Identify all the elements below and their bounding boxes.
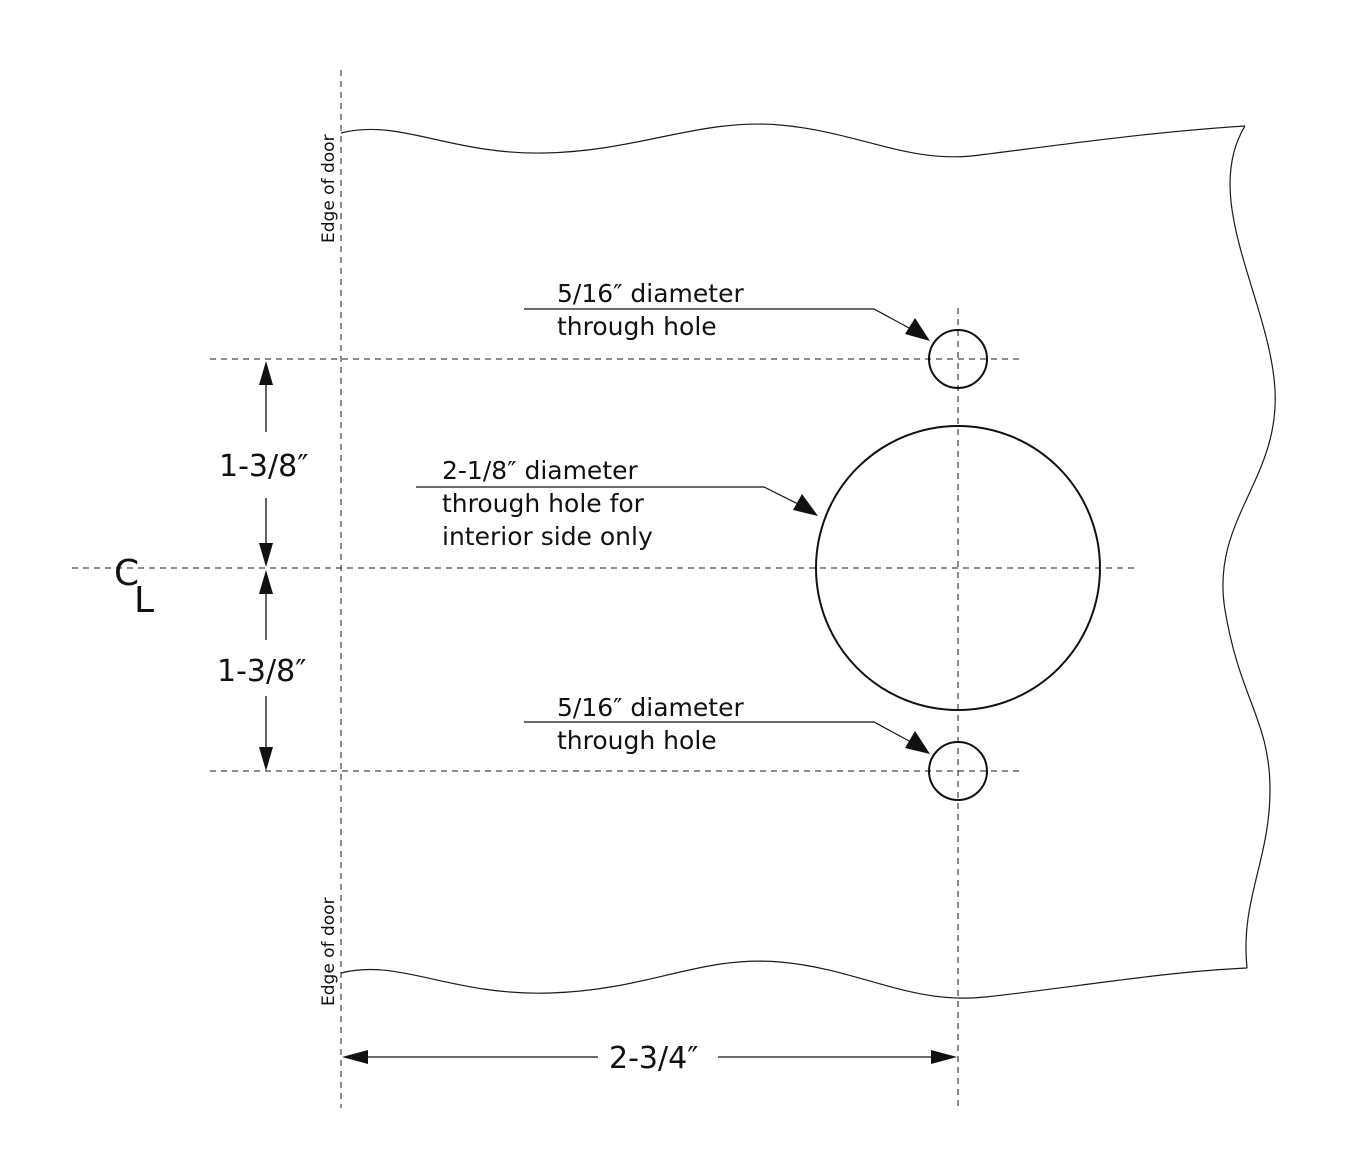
big-hole-leader: [416, 486, 811, 511]
bottom-hole-leader-arrowhead: [905, 731, 930, 754]
top-hole-leader-arrowhead: [905, 318, 930, 341]
centerline-symbol-l: L: [134, 580, 154, 621]
edge-of-door-label-bottom: Edge of door: [319, 897, 339, 1006]
lower-dimension-arrow-top: [259, 570, 273, 594]
upper-dimension-arrow-top: [259, 361, 273, 385]
lower-dimension-text: 1-3/8″: [217, 654, 306, 689]
door-top-edge: [340, 123, 1246, 158]
big-hole-label-line2: through hole for: [442, 489, 645, 518]
upper-dimension-arrow-bottom: [259, 543, 273, 567]
top-hole-leader: [524, 308, 923, 336]
upper-dimension-text: 1-3/8″: [219, 449, 308, 484]
horizontal-dimension-arrow-right: [931, 1050, 957, 1064]
top-hole-label-line1: 5/16″ diameter: [557, 279, 744, 308]
horizontal-dimension-text: 2-3/4″: [609, 1041, 698, 1076]
bottom-small-hole: [928, 741, 988, 801]
large-bore-hole: [815, 425, 1101, 711]
bottom-hole-leader: [524, 721, 923, 749]
big-hole-label-line3: interior side only: [442, 522, 653, 551]
bottom-hole-label-line1: 5/16″ diameter: [557, 693, 744, 722]
centerline-symbol-c: C: [114, 553, 139, 594]
door-right-edge: [1222, 125, 1276, 969]
top-small-hole: [928, 329, 988, 389]
bottom-hole-label-line2: through hole: [557, 726, 717, 755]
lower-dimension-arrow-bottom: [259, 747, 273, 771]
big-hole-leader-arrowhead: [793, 494, 818, 516]
edge-of-door-label-top: Edge of door: [319, 134, 339, 243]
door-bottom-edge: [340, 960, 1248, 999]
top-hole-label-line2: through hole: [557, 312, 717, 341]
big-hole-label-line1: 2-1/8″ diameter: [442, 456, 638, 485]
horizontal-dimension-arrow-left: [342, 1050, 368, 1064]
